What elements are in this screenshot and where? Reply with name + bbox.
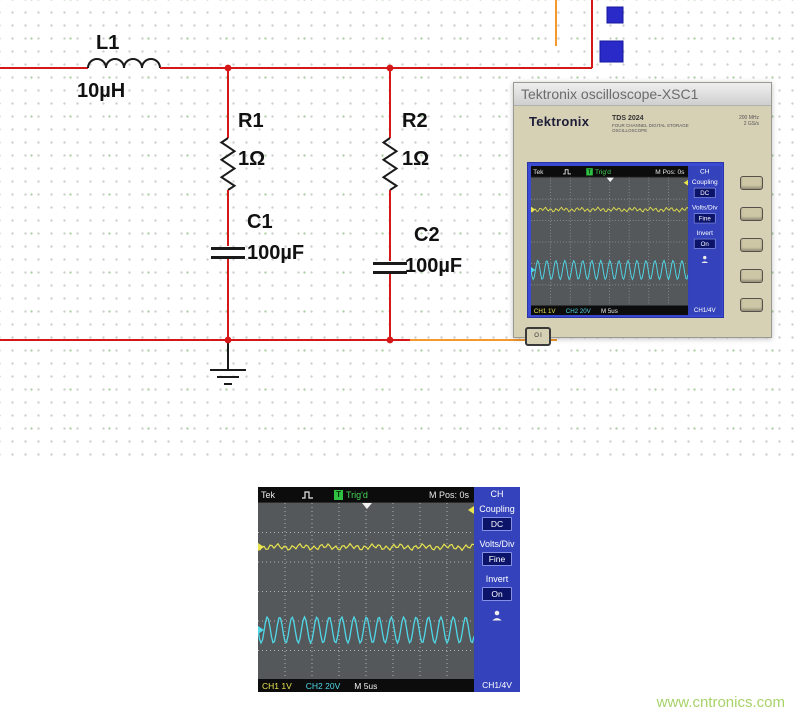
brand-logo: Tektronix: [529, 114, 590, 129]
invert-label: Invert: [696, 229, 713, 237]
waveform-plot: [258, 503, 474, 680]
trigger-level-marker: [683, 179, 689, 186]
invert-label: Invert: [485, 574, 509, 584]
resistor-R2-symbol[interactable]: [381, 137, 399, 191]
trigger-source-badge: T: [586, 167, 593, 176]
scope-terminal-icon[interactable]: [599, 40, 624, 63]
tek-label: Tek: [261, 489, 276, 500]
oscilloscope-window[interactable]: Tektronix oscilloscope-XSC1 Tektronix TD…: [513, 82, 772, 346]
label-R1-value[interactable]: 1Ω: [238, 148, 266, 170]
junction-dot: [386, 64, 394, 72]
resistor-R1-symbol[interactable]: [219, 137, 237, 191]
scope-display-mini: Tek T Trig'd M Pos: 0s: [531, 166, 722, 316]
trigger-time-marker: [606, 177, 614, 182]
window-title: Tektronix oscilloscope-XSC1: [521, 86, 699, 102]
junction-dot: [224, 64, 232, 72]
trigger-level-readout: CH1/4V: [693, 306, 716, 314]
ch2-scale-readout: CH2 20V: [565, 306, 591, 314]
scope-graticule: [531, 176, 689, 307]
circuit-schematic: [0, 0, 624, 385]
ch2-scale-readout: CH2 20V: [305, 680, 341, 691]
timebase-readout: M 5us: [600, 306, 618, 314]
label-C1-ref[interactable]: C1: [247, 211, 273, 233]
user-icon: [492, 610, 502, 621]
ch1-position-marker: [531, 206, 536, 213]
oscilloscope-screen-zoomed: Tek T Trig'd M Pos: 0s CH1 1V CH2 20V M …: [258, 487, 520, 692]
scope-screen-bezel: Tek T Trig'd M Pos: 0s: [527, 162, 724, 318]
panel-button-1[interactable]: [740, 176, 763, 190]
voltsdiv-fine-button[interactable]: Fine: [482, 552, 512, 566]
invert-on-button[interactable]: On: [482, 587, 512, 601]
scope-readout-bar: CH1 1V CH2 20V M 5us: [531, 305, 689, 316]
scope-status-bar: Tek T Trig'd M Pos: 0s: [531, 166, 688, 177]
watermark: www.cntronics.com: [656, 694, 785, 711]
spec-bandwidth: 200 MHz: [738, 115, 759, 121]
panel-button-5[interactable]: [740, 298, 763, 312]
voltsdiv-label: Volts/Div: [479, 539, 515, 549]
inductor-L1-symbol[interactable]: [87, 58, 161, 69]
coupling-label: Coupling: [479, 504, 515, 514]
trigger-time-marker: [362, 503, 372, 509]
model-description: FOUR CHANNEL DIGITAL STORAGE OSCILLOSCOP…: [612, 123, 689, 133]
trigger-status: Trig'd: [346, 489, 368, 500]
scope-graticule: [258, 502, 474, 680]
junction-dot: [224, 336, 232, 344]
label-R1-ref[interactable]: R1: [238, 110, 264, 132]
trigger-source-badge: T: [334, 489, 344, 500]
trigger-status: Trig'd: [594, 167, 611, 176]
scope-menu-column: CH Coupling DC Volts/Div Fine Invert On …: [474, 487, 520, 692]
horizontal-position-readout: M Pos: 0s: [655, 167, 685, 176]
trigger-slope-icon: [302, 490, 314, 499]
label-C2-ref[interactable]: C2: [414, 224, 440, 246]
label-R2-value[interactable]: 1Ω: [402, 148, 430, 170]
spec-samplerate: 2 GS/s: [743, 121, 759, 127]
voltsdiv-fine-button[interactable]: Fine: [693, 213, 716, 224]
ch2-position-marker: [258, 626, 264, 634]
scope-status-bar: Tek T Trig'd M Pos: 0s: [258, 487, 474, 502]
scope-terminal-icon[interactable]: [606, 6, 624, 24]
panel-button-2[interactable]: [740, 207, 763, 221]
ch1-scale-readout: CH1 1V: [262, 680, 292, 691]
ch2-position-marker: [531, 267, 536, 273]
timebase-readout: M 5us: [354, 680, 378, 691]
ch1-position-marker: [258, 543, 264, 551]
waveform-plot: [531, 177, 689, 307]
label-L1-ref[interactable]: L1: [96, 32, 120, 54]
model-specs: 200 MHz 2 GS/s: [739, 115, 759, 127]
label-C2-value[interactable]: 100µF: [405, 255, 463, 277]
label-L1-value[interactable]: 10µH: [77, 80, 126, 102]
menu-title: CH: [700, 167, 710, 175]
panel-button-3[interactable]: [740, 238, 763, 252]
user-icon: [701, 255, 709, 264]
panel-button-4[interactable]: [740, 269, 763, 283]
ch1-scale-readout: CH1 1V: [533, 306, 556, 314]
horizontal-position-readout: M Pos: 0s: [428, 489, 469, 500]
label-C1-value[interactable]: 100µF: [247, 242, 305, 264]
coupling-label: Coupling: [691, 178, 718, 186]
tek-label: Tek: [533, 167, 544, 176]
scope-menu-column: CH Coupling DC Volts/Div Fine Invert On …: [688, 166, 722, 316]
trigger-level-readout: CH1/4V: [482, 680, 512, 690]
scope-readout-bar: CH1 1V CH2 20V M 5us: [258, 679, 474, 692]
trigger-slope-icon: [562, 168, 571, 175]
trigger-level-marker: [468, 506, 474, 514]
model-number: TDS 2024: [612, 115, 644, 122]
junction-dot: [386, 336, 394, 344]
label-R2-ref[interactable]: R2: [402, 110, 428, 132]
coupling-dc-button[interactable]: DC: [693, 187, 716, 198]
menu-title: CH: [490, 489, 504, 499]
power-switch[interactable]: O I: [525, 327, 551, 346]
scope-display-zoomed: Tek T Trig'd M Pos: 0s CH1 1V CH2 20V M …: [258, 487, 520, 692]
instrument-face: Tektronix TDS 2024 FOUR CHANNEL DIGITAL …: [514, 106, 771, 346]
window-titlebar[interactable]: Tektronix oscilloscope-XSC1: [514, 83, 771, 106]
coupling-dc-button[interactable]: DC: [482, 517, 512, 531]
voltsdiv-label: Volts/Div: [692, 203, 718, 212]
invert-on-button[interactable]: On: [693, 238, 716, 249]
